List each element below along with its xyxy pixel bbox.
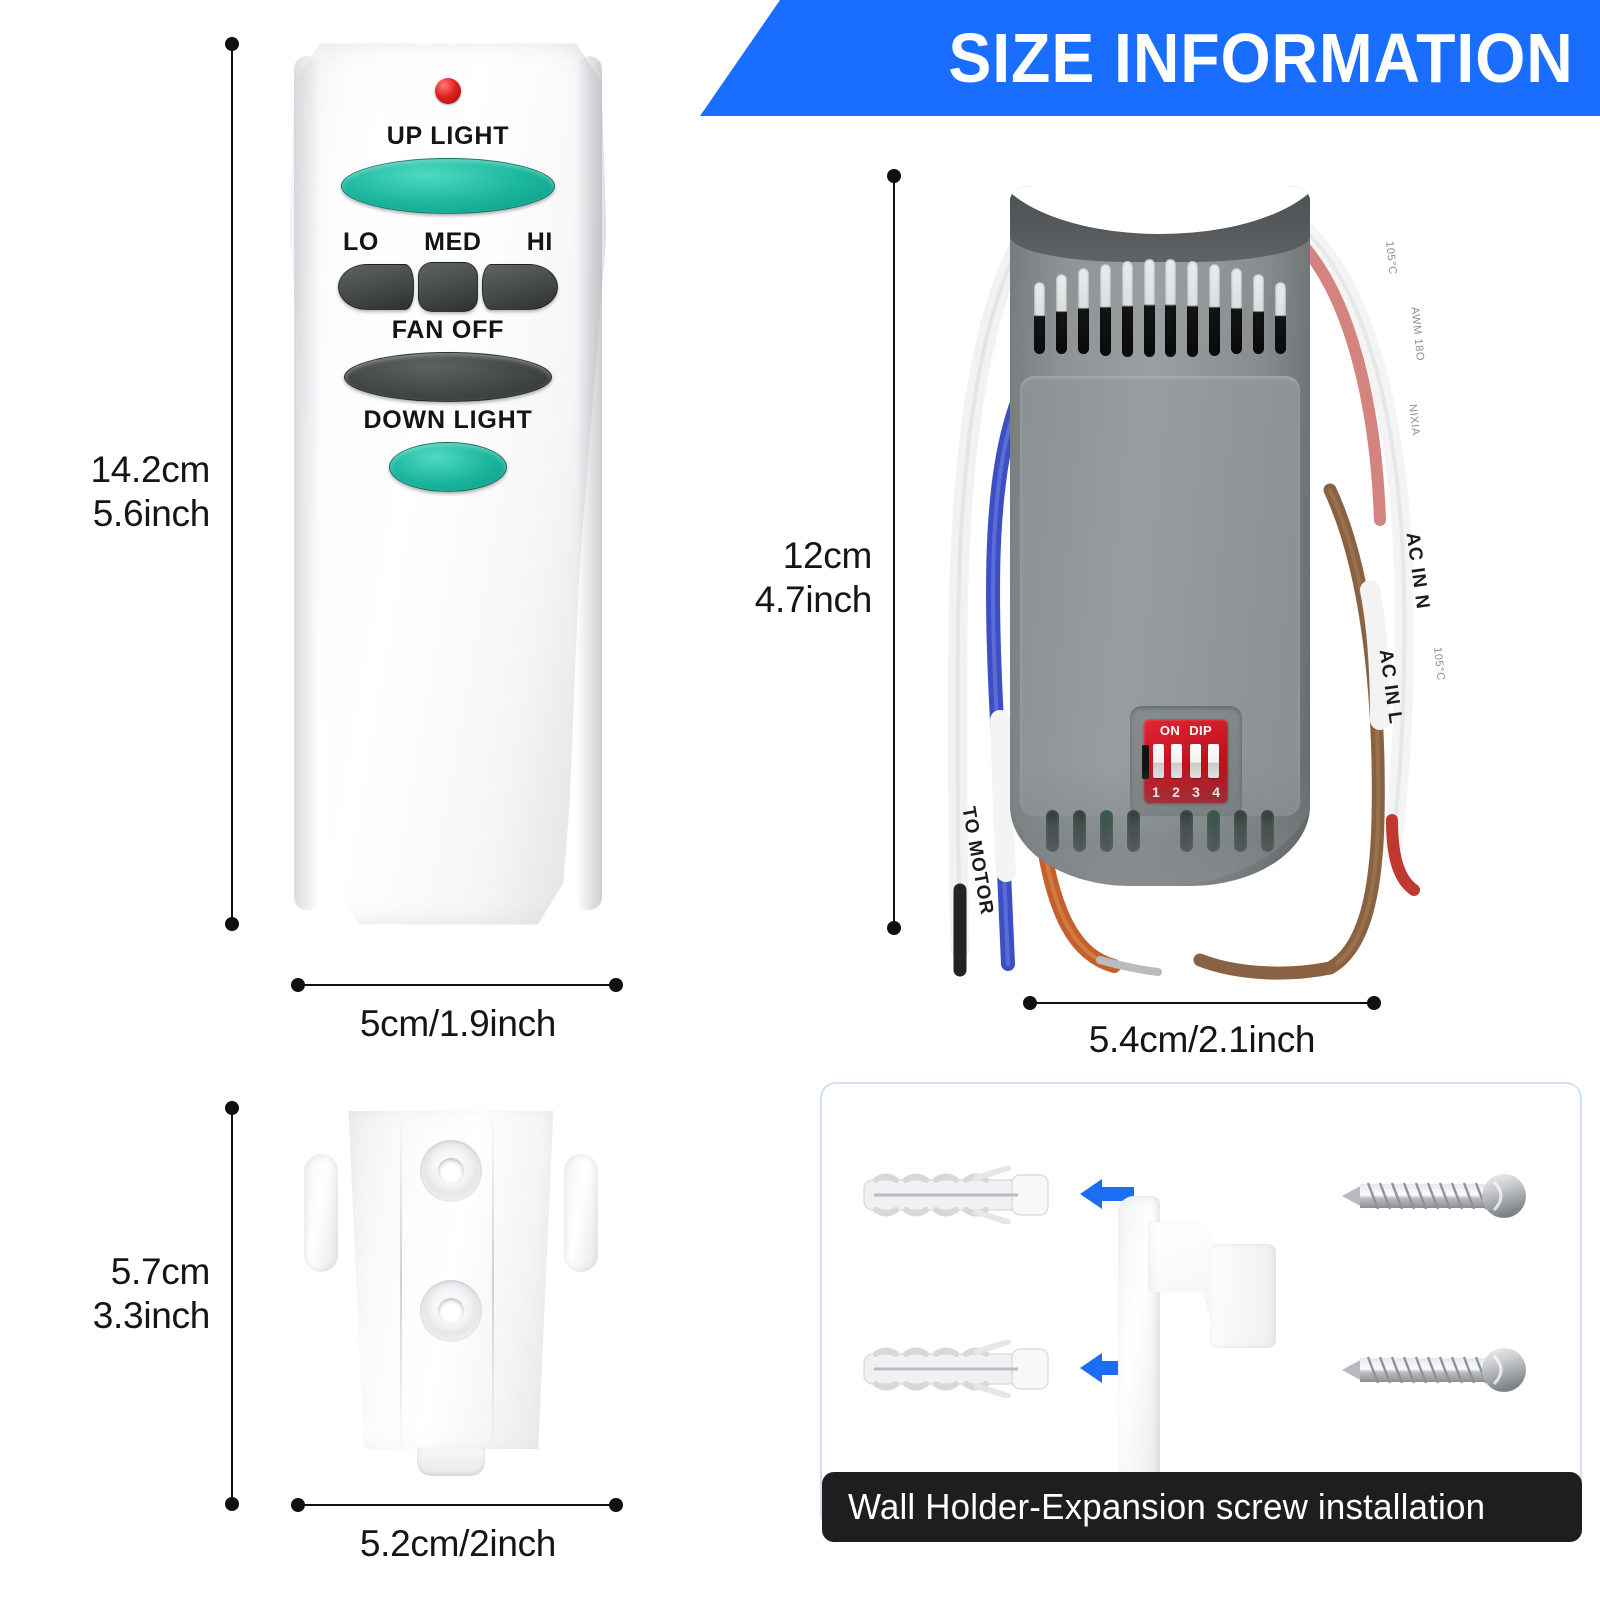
receiver-height-dimension-line: [887, 169, 901, 935]
fan-speed-labels: LO MED HI: [337, 228, 559, 257]
wall-holder-side-view: [1118, 1196, 1298, 1512]
down-light-label: DOWN LIGHT: [363, 406, 533, 434]
size-information-banner: SIZE INFORMATION: [700, 0, 1600, 116]
receiver-top-vents: [1034, 258, 1286, 364]
wall-anchor-bottom: [863, 1340, 1049, 1398]
install-caption-bar: Wall Holder-Expansion screw installation: [822, 1472, 1582, 1542]
banner-title: SIZE INFORMATION: [948, 19, 1574, 97]
holder-screw-hole-bottom: [420, 1280, 482, 1342]
screw-top: [1342, 1174, 1526, 1218]
speed-label-lo: LO: [343, 228, 379, 256]
dip-lever-2[interactable]: [1171, 744, 1183, 778]
assembly-arrow-anchor-bottom: [1080, 1353, 1134, 1383]
remote-height-label: 14.2cm 5.6inch: [90, 449, 210, 534]
holder-side-tab-left: [304, 1154, 338, 1272]
bracket-lip: [1210, 1244, 1276, 1348]
dip-switch-top-labels: ON DIP: [1144, 724, 1228, 737]
receiver-bottom-shading: [1010, 766, 1310, 886]
receiver-module-illustration: ON DIP 1 2 3 4: [900, 160, 1460, 990]
fan-speed-lo-button[interactable]: [338, 264, 414, 310]
fan-speed-med-button[interactable]: [418, 262, 478, 312]
remote-width-dimension-line: [291, 978, 623, 992]
wall-holder-illustration: [286, 1100, 616, 1476]
up-light-button[interactable]: [341, 158, 555, 214]
dip-switch-levers[interactable]: [1153, 744, 1219, 778]
dip-switch-notch: [1142, 745, 1149, 779]
holder-body: [348, 1111, 554, 1449]
dip-lever-1[interactable]: [1153, 744, 1164, 778]
installation-diagram-panel: [820, 1082, 1582, 1530]
remote-control-illustration: UP LIGHT LO MED HI FAN OFF DOWN LIGHT: [288, 38, 608, 928]
dip-lever-4[interactable]: [1207, 744, 1219, 778]
receiver-width-label: 5.4cm/2.1inch: [1088, 1019, 1316, 1060]
fan-speed-hi-button[interactable]: [482, 264, 558, 310]
receiver-wires: [948, 208, 1420, 980]
install-caption-text: Wall Holder-Expansion screw installation: [848, 1486, 1486, 1527]
wall-anchor-top: [863, 1166, 1049, 1224]
holder-height-dimension-line: [225, 1101, 239, 1511]
up-light-label: UP LIGHT: [386, 122, 510, 150]
speed-label-hi: HI: [526, 228, 553, 256]
remote-button-face: UP LIGHT LO MED HI FAN OFF DOWN LIGHT: [288, 38, 608, 492]
receiver-case: ON DIP 1 2 3 4: [1010, 186, 1310, 886]
holder-rib-right: [492, 1111, 494, 1449]
remote-height-dimension-line: [225, 37, 239, 931]
holder-height-label: 5.7cm 3.3inch: [92, 1251, 211, 1336]
status-led-icon: [435, 78, 461, 104]
assembly-arrow-anchor-top: [1080, 1179, 1134, 1209]
remote-width-label: 5cm/1.9inch: [359, 1003, 557, 1044]
holder-width-dimension-line: [291, 1498, 623, 1512]
installation-parts-grid: [822, 1084, 1580, 1528]
dip-lever-3[interactable]: [1189, 744, 1201, 778]
speed-label-med: MED: [424, 228, 482, 256]
fan-off-button[interactable]: [344, 352, 552, 402]
screw-bottom: [1342, 1348, 1526, 1392]
holder-bottom-tab: [417, 1448, 485, 1476]
fan-speed-buttons: [333, 262, 563, 312]
dip-label-on: ON: [1159, 723, 1181, 738]
down-light-button[interactable]: [389, 442, 507, 492]
receiver-height-label: 12cm 4.7inch: [754, 535, 873, 620]
fan-off-label: FAN OFF: [391, 316, 505, 344]
holder-width-label: 5.2cm/2inch: [359, 1523, 557, 1564]
holder-side-tab-right: [564, 1154, 598, 1272]
holder-screw-hole-top: [420, 1140, 482, 1202]
receiver-width-dimension-line: [1023, 996, 1381, 1010]
dip-label-dip: DIP: [1189, 723, 1213, 738]
holder-rib-left: [400, 1111, 402, 1449]
